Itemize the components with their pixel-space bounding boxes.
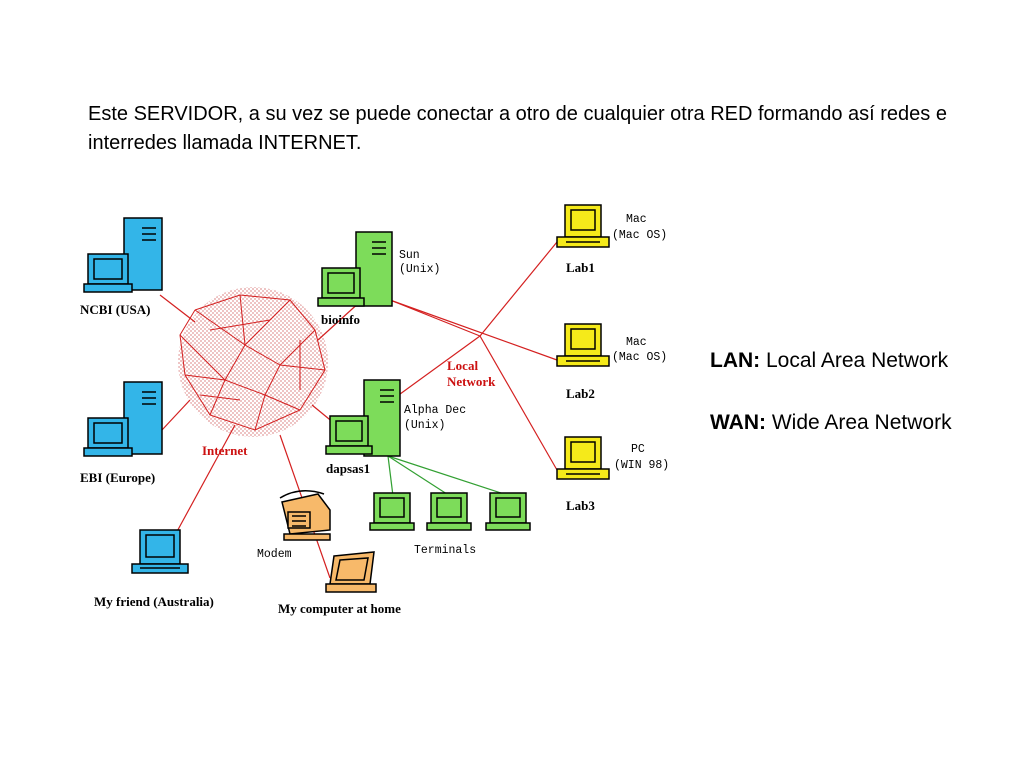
bioinfo-os-label: (Unix)	[399, 263, 440, 276]
terminal-icon	[369, 492, 415, 531]
intro-text: Este SERVIDOR, a su vez se puede conecta…	[88, 103, 947, 154]
local-network-label: Network	[447, 374, 496, 389]
lab3-computer-icon	[556, 436, 610, 480]
internet-mesh	[179, 294, 326, 431]
ncbi-server-icon	[83, 217, 163, 293]
home-computer-icon	[325, 551, 377, 593]
lab2-os-label: (Mac OS)	[612, 351, 667, 364]
definitions: LAN: Local Area Network WAN: Wide Area N…	[710, 346, 952, 438]
terminal-links	[387, 455, 511, 497]
lab3-os-label: PC	[631, 443, 645, 456]
terminal-icon	[485, 492, 531, 531]
ncbi-label: NCBI (USA)	[80, 302, 150, 317]
dapsas1-os-label: Alpha Dec	[404, 404, 466, 417]
lab1-computer-icon	[556, 204, 610, 248]
dapsas1-os-label: (Unix)	[404, 419, 445, 432]
lab1-os-label: Mac	[626, 213, 647, 226]
lab1-label: Lab1	[566, 260, 595, 275]
definition-wan: WAN: Wide Area Network	[710, 408, 952, 438]
modem-icon	[279, 490, 331, 541]
local-network-label: Local	[447, 358, 478, 373]
internet-label: Internet	[202, 443, 248, 458]
definition-meaning: Local Area Network	[766, 349, 949, 372]
lab1-os-label: (Mac OS)	[612, 229, 667, 242]
definition-term: WAN:	[710, 411, 766, 434]
modem-label: Modem	[257, 548, 292, 561]
bioinfo-server-icon	[317, 231, 393, 307]
home-label: My computer at home	[278, 601, 401, 616]
lab2-os-label: Mac	[626, 336, 647, 349]
lab3-label: Lab3	[566, 498, 595, 513]
ebi-label: EBI (Europe)	[80, 470, 155, 485]
internet-cloud	[178, 287, 328, 437]
terminal-icon	[426, 492, 472, 531]
friend-computer-icon	[131, 529, 189, 574]
definition-term: LAN:	[710, 349, 761, 372]
ebi-server-icon	[83, 381, 163, 457]
dapsas1-label: dapsas1	[326, 461, 370, 476]
bioinfo-label: bioinfo	[321, 312, 360, 327]
lab2-label: Lab2	[566, 386, 595, 401]
dapsas1-server-icon	[325, 379, 401, 457]
friend-label: My friend (Australia)	[94, 594, 214, 609]
bioinfo-os-label: Sun	[399, 249, 420, 262]
lab3-os-label: (WIN 98)	[614, 459, 669, 472]
lab2-computer-icon	[556, 323, 610, 367]
terminals-label: Terminals	[414, 544, 476, 557]
definition-meaning: Wide Area Network	[771, 411, 952, 434]
definition-lan: LAN: Local Area Network	[710, 346, 952, 376]
